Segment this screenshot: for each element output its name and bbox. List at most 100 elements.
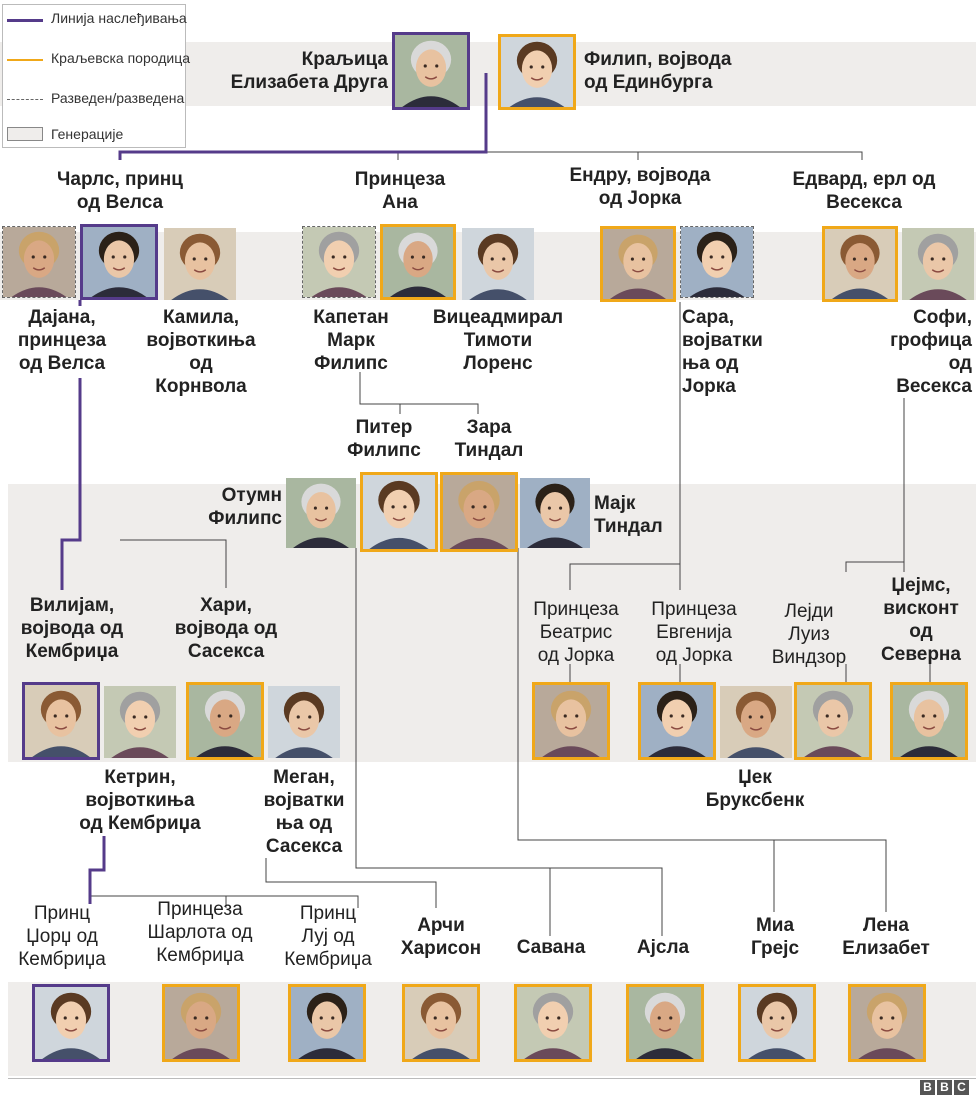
- portrait-illustration: [825, 229, 895, 299]
- eugenie-name: Принцеза Евгенија од Јорка: [651, 599, 737, 666]
- anne-name: Принцеза Ана: [354, 169, 446, 213]
- lena-name: Лена Елизабет: [842, 915, 930, 959]
- portrait-illustration: [893, 685, 965, 757]
- portrait-illustration: [629, 987, 701, 1059]
- lena-photo: [848, 984, 926, 1062]
- portrait-illustration: [291, 987, 363, 1059]
- william-photo: [22, 682, 100, 760]
- portrait-illustration: [164, 228, 236, 300]
- philip-name: Филип, војвода од Единбурга: [584, 49, 732, 93]
- beatrice-photo: [532, 682, 610, 760]
- mike-photo: [520, 478, 590, 548]
- diana-photo: [2, 226, 76, 298]
- camilla-name: Камила, војвоткиња од Корнвола: [146, 307, 256, 397]
- portrait-illustration: [535, 685, 607, 757]
- philip-photo: [498, 34, 576, 110]
- charles-photo: [80, 224, 158, 300]
- portrait-illustration: [797, 685, 869, 757]
- portrait-illustration: [189, 685, 261, 757]
- harry-photo: [186, 682, 264, 760]
- camilla-photo: [164, 228, 236, 300]
- charles-name: Чарлс, принц од Велса: [57, 169, 183, 213]
- sophie-name: Софи, грофица од Весекса: [890, 307, 972, 397]
- louis-name: Принц Луј од Кембриџа: [284, 903, 372, 970]
- zara-name: Зара Тиндал: [454, 417, 524, 461]
- archie-photo: [402, 984, 480, 1062]
- meghan-name: Меган, војватки ња од Сасекса: [263, 767, 345, 857]
- bbc-logo: B B C: [920, 1080, 969, 1095]
- portrait-illustration: [395, 35, 467, 107]
- succession-swatch: [7, 19, 43, 22]
- louise-photo: [794, 682, 872, 760]
- portrait-illustration: [741, 987, 813, 1059]
- diana-name: Дајана, принцеза од Велса: [17, 307, 107, 374]
- divorced-swatch: [7, 99, 43, 100]
- portrait-illustration: [35, 987, 107, 1059]
- mark-photo: [302, 226, 376, 298]
- george-photo: [32, 984, 110, 1062]
- autumn-photo: [286, 478, 356, 548]
- royal-swatch: [7, 59, 43, 61]
- portrait-illustration: [3, 227, 75, 297]
- isla-photo: [626, 984, 704, 1062]
- edward-photo: [822, 226, 898, 302]
- archie-name: Арчи Харисон: [400, 915, 482, 959]
- charlotte-photo: [162, 984, 240, 1062]
- jack-photo: [720, 686, 792, 758]
- portrait-illustration: [383, 227, 453, 297]
- sophie-photo: [902, 228, 974, 300]
- eugenie-photo: [638, 682, 716, 760]
- meghan-photo: [268, 686, 340, 758]
- portrait-illustration: [501, 37, 573, 107]
- generations-swatch: [7, 127, 43, 141]
- jack-name: Џек Бруксбенк: [705, 767, 805, 811]
- portrait-illustration: [25, 685, 97, 757]
- portrait-illustration: [720, 686, 792, 758]
- zara-photo: [440, 472, 518, 552]
- portrait-illustration: [363, 475, 435, 549]
- portrait-illustration: [603, 229, 673, 299]
- portrait-illustration: [681, 227, 753, 297]
- portrait-illustration: [405, 987, 477, 1059]
- portrait-illustration: [165, 987, 237, 1059]
- portrait-illustration: [520, 478, 590, 548]
- louise-name: Лејди Луиз Виндзор: [771, 601, 847, 668]
- portrait-illustration: [517, 987, 589, 1059]
- anne-photo: [380, 224, 456, 300]
- sarah-name: Сара, војватки ња од Јорка: [682, 307, 763, 397]
- catherine-photo: [104, 686, 176, 758]
- timothy-photo: [462, 228, 534, 300]
- portrait-illustration: [902, 228, 974, 300]
- portrait-illustration: [851, 987, 923, 1059]
- savannah-name: Савана: [516, 937, 586, 958]
- louis-photo: [288, 984, 366, 1062]
- george-name: Принц Џорџ од Кембриџа: [18, 903, 106, 970]
- isla-name: Ајсла: [636, 937, 690, 958]
- timothy-name: Вицеадмирал Тимоти Лоренс: [432, 307, 564, 374]
- peter-photo: [360, 472, 438, 552]
- elizabeth-photo: [392, 32, 470, 110]
- james-name: Џејмс, висконт од Северна: [881, 575, 961, 665]
- peter-name: Питер Филипс: [347, 417, 421, 461]
- william-name: Вилијам, војвода од Кембриџа: [20, 595, 124, 662]
- mark-name: Капетан Марк Филипс: [313, 307, 389, 374]
- portrait-illustration: [443, 475, 515, 549]
- andrew-name: Ендру, војвода од Јорка: [569, 165, 711, 209]
- mia-photo: [738, 984, 816, 1062]
- portrait-illustration: [462, 228, 534, 300]
- portrait-illustration: [641, 685, 713, 757]
- james-photo: [890, 682, 968, 760]
- portrait-illustration: [268, 686, 340, 758]
- catherine-name: Кетрин, војвоткиња од Кембриџа: [79, 767, 201, 834]
- savannah-photo: [514, 984, 592, 1062]
- andrew-photo: [600, 226, 676, 302]
- harry-name: Хари, војвода од Сасекса: [174, 595, 278, 662]
- sarah-photo: [680, 226, 754, 298]
- bottom-rule: [8, 1078, 976, 1079]
- beatrice-name: Принцеза Беатрис од Јорка: [533, 599, 619, 666]
- mia-name: Миа Грејс: [750, 915, 800, 959]
- portrait-illustration: [104, 686, 176, 758]
- portrait-illustration: [303, 227, 375, 297]
- mike-name: Мајк Тиндал: [594, 493, 663, 537]
